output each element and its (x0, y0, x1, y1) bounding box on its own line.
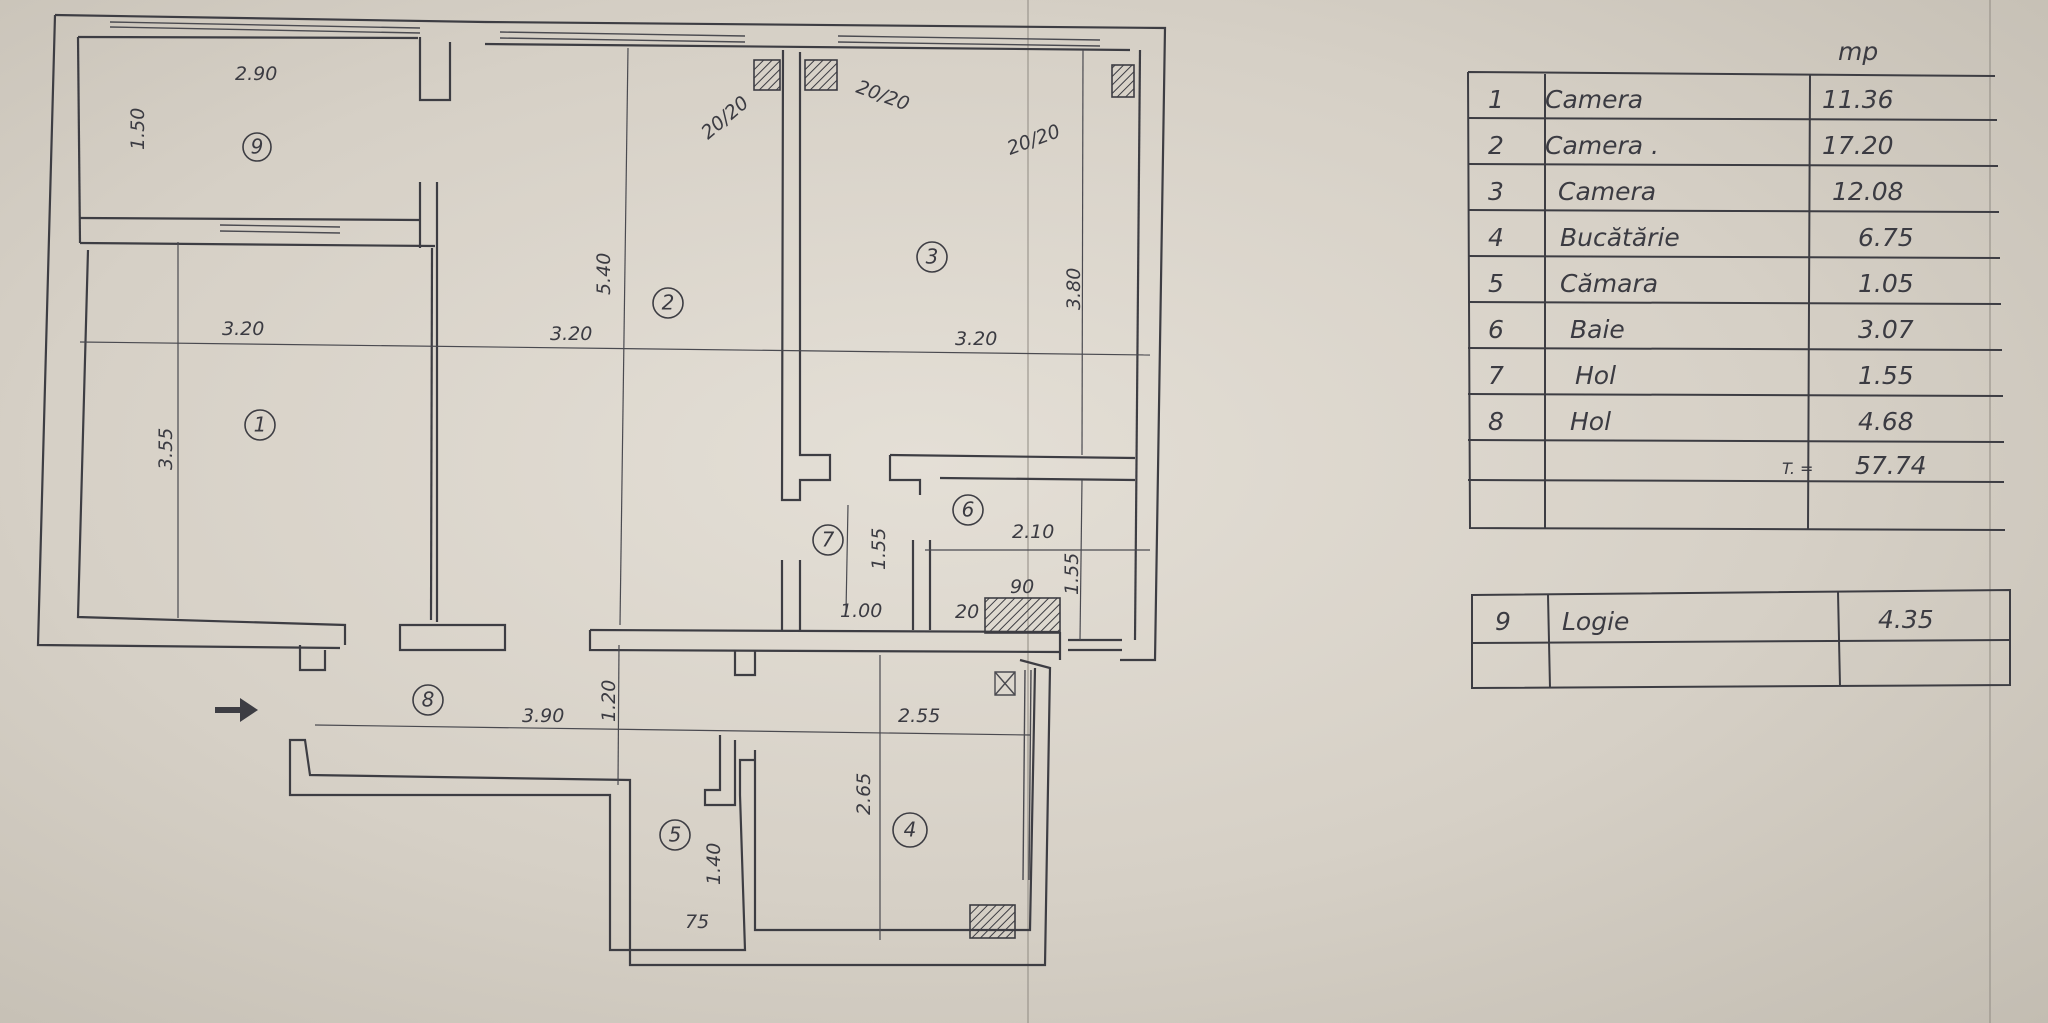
row-3-name: Camera (1558, 177, 1656, 206)
row-7-area: 1.55 (1858, 361, 1914, 390)
dimension-lines (79, 47, 1151, 940)
dim-20: 20 (955, 601, 979, 623)
walls (36, 13, 1167, 967)
dim-3-20-a: 3.20 (222, 318, 264, 340)
row-5-no: 5 (1488, 269, 1504, 298)
row-6-name: Baie (1570, 315, 1625, 344)
row-6-no: 6 (1488, 315, 1504, 344)
row-8-name: Hol (1570, 407, 1611, 436)
row-4-no: 4 (1488, 223, 1504, 252)
room-numbers: 9 1 2 3 6 7 8 5 4 (242, 132, 984, 851)
dim-20-20-a: 20/20 (697, 92, 753, 144)
room-number-3: 3 (926, 245, 939, 269)
logia-name: Logie (1562, 607, 1629, 636)
room-number-4: 4 (904, 818, 917, 842)
room-number-1: 1 (254, 413, 267, 437)
logia-area: 4.35 (1878, 605, 1934, 634)
dim-2-90: 2.90 (235, 63, 277, 85)
row-1-name: Camera (1545, 85, 1643, 114)
row-2-name: Camera . (1545, 131, 1659, 160)
row-3-no: 3 (1488, 177, 1504, 206)
row-1-no: 1 (1488, 85, 1504, 114)
room-area-table: mp 1 Camera 11.36 2 Camera . 17.20 3 Cam… (1467, 37, 2006, 531)
row-8-no: 8 (1488, 407, 1504, 436)
room-number-5: 5 (669, 823, 682, 847)
room-number-8: 8 (422, 688, 435, 712)
total-label: T. = (1782, 459, 1813, 478)
dim-3-20-c: 3.20 (955, 328, 997, 350)
row-7-name: Hol (1575, 361, 1616, 390)
dim-2-55: 2.55 (898, 705, 940, 727)
row-7-no: 7 (1488, 361, 1504, 390)
room-number-9: 9 (251, 135, 264, 159)
dim-1-20: 1.20 (598, 680, 620, 722)
row-5-area: 1.05 (1858, 269, 1914, 298)
dim-2-10: 2.10 (1012, 521, 1054, 543)
row-8-area: 4.68 (1858, 407, 1914, 436)
row-2-no: 2 (1488, 131, 1504, 160)
dim-1-00: 1.00 (840, 600, 882, 622)
entrance-arrow-icon (215, 698, 258, 722)
room-number-7: 7 (822, 528, 835, 552)
room-number-6: 6 (962, 498, 975, 522)
total-value: 57.74 (1855, 451, 1927, 480)
dim-20-20-b: 20/20 (853, 76, 912, 115)
dim-3-55: 3.55 (155, 428, 177, 470)
dim-1-55-a: 1.55 (868, 528, 890, 570)
row-4-area: 6.75 (1858, 223, 1914, 252)
logia-table: 9 Logie 4.35 (1471, 588, 2011, 690)
dim-3-20-b: 3.20 (550, 323, 592, 345)
dimension-labels: 2.90 1.50 3.20 3.55 3.20 5.40 3.20 3.80 … (127, 63, 1085, 933)
row-5-name: Cămara (1560, 269, 1658, 298)
logia-no: 9 (1495, 607, 1511, 636)
dim-3-80: 3.80 (1063, 268, 1085, 310)
dim-5-40: 5.40 (593, 253, 615, 295)
dim-90: 90 (1010, 576, 1034, 598)
row-4-name: Bucătărie (1560, 223, 1680, 252)
dim-75: 75 (685, 911, 709, 933)
dim-20-20-c: 20/20 (1004, 120, 1063, 159)
dim-3-90: 3.90 (522, 705, 564, 727)
dim-1-55-b: 1.55 (1061, 553, 1083, 595)
row-3-area: 12.08 (1832, 177, 1904, 206)
row-2-area: 17.20 (1822, 131, 1894, 160)
row-6-area: 3.07 (1858, 315, 1914, 344)
dim-1-50: 1.50 (127, 108, 149, 150)
room-number-2: 2 (662, 291, 675, 315)
dim-2-65: 2.65 (853, 773, 875, 815)
row-1-area: 11.36 (1822, 85, 1894, 114)
hatched-columns (753, 59, 1135, 939)
dim-1-40: 1.40 (703, 843, 725, 885)
table-unit: mp (1838, 37, 1878, 66)
